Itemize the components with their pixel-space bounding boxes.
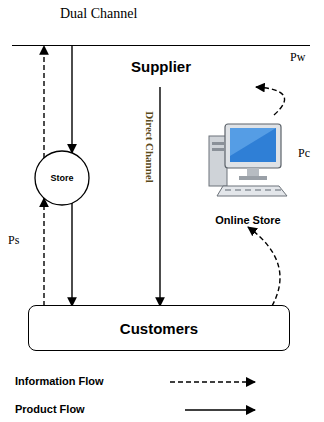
node-text: Store <box>50 173 73 183</box>
customers-box: Customers <box>28 305 290 351</box>
computer-icon <box>201 116 291 202</box>
product-flow-arrow <box>159 87 160 306</box>
drive-slot <box>212 148 224 151</box>
legend-text: Information Flow <box>15 375 104 387</box>
node-text: Supplier <box>131 58 191 75</box>
supplier-block: Supplier <box>12 45 310 88</box>
keyboard <box>217 186 287 196</box>
channel-label: Direct Channel <box>144 109 156 185</box>
pc-tower <box>209 136 227 186</box>
monitor-stand <box>247 168 259 176</box>
information-flow-arrow <box>43 198 44 306</box>
legend-text: Product Flow <box>15 403 85 415</box>
solid-sample <box>185 409 255 411</box>
information-flow-arrow <box>248 227 280 306</box>
information-flow-arrow <box>256 87 285 115</box>
price-label: Pc <box>298 146 310 161</box>
screen-glare <box>230 128 276 156</box>
diagram-title: Dual Channel <box>60 6 137 22</box>
monitor-frame <box>225 124 281 168</box>
node-text: Online Store <box>196 214 300 226</box>
key-row <box>265 189 271 191</box>
store-circle: Store <box>34 150 90 206</box>
drive-slot <box>212 142 224 145</box>
key-row <box>255 189 261 191</box>
product-flow-arrow <box>71 203 72 306</box>
product-flow-arrow <box>71 46 72 153</box>
key-row <box>225 189 231 191</box>
price-label: Ps <box>8 233 19 248</box>
store-circle-line <box>35 151 89 205</box>
monitor-base <box>239 176 267 180</box>
key-row <box>245 189 251 191</box>
key-row <box>275 189 281 191</box>
node-text: Customers <box>120 320 198 337</box>
monitor-screen <box>230 128 276 162</box>
key-row <box>235 189 241 191</box>
online-store-node: Online Store <box>196 114 300 228</box>
dashed-sample <box>170 381 255 383</box>
price-label: Pw <box>290 50 305 65</box>
information-flow-arrow <box>43 46 44 158</box>
